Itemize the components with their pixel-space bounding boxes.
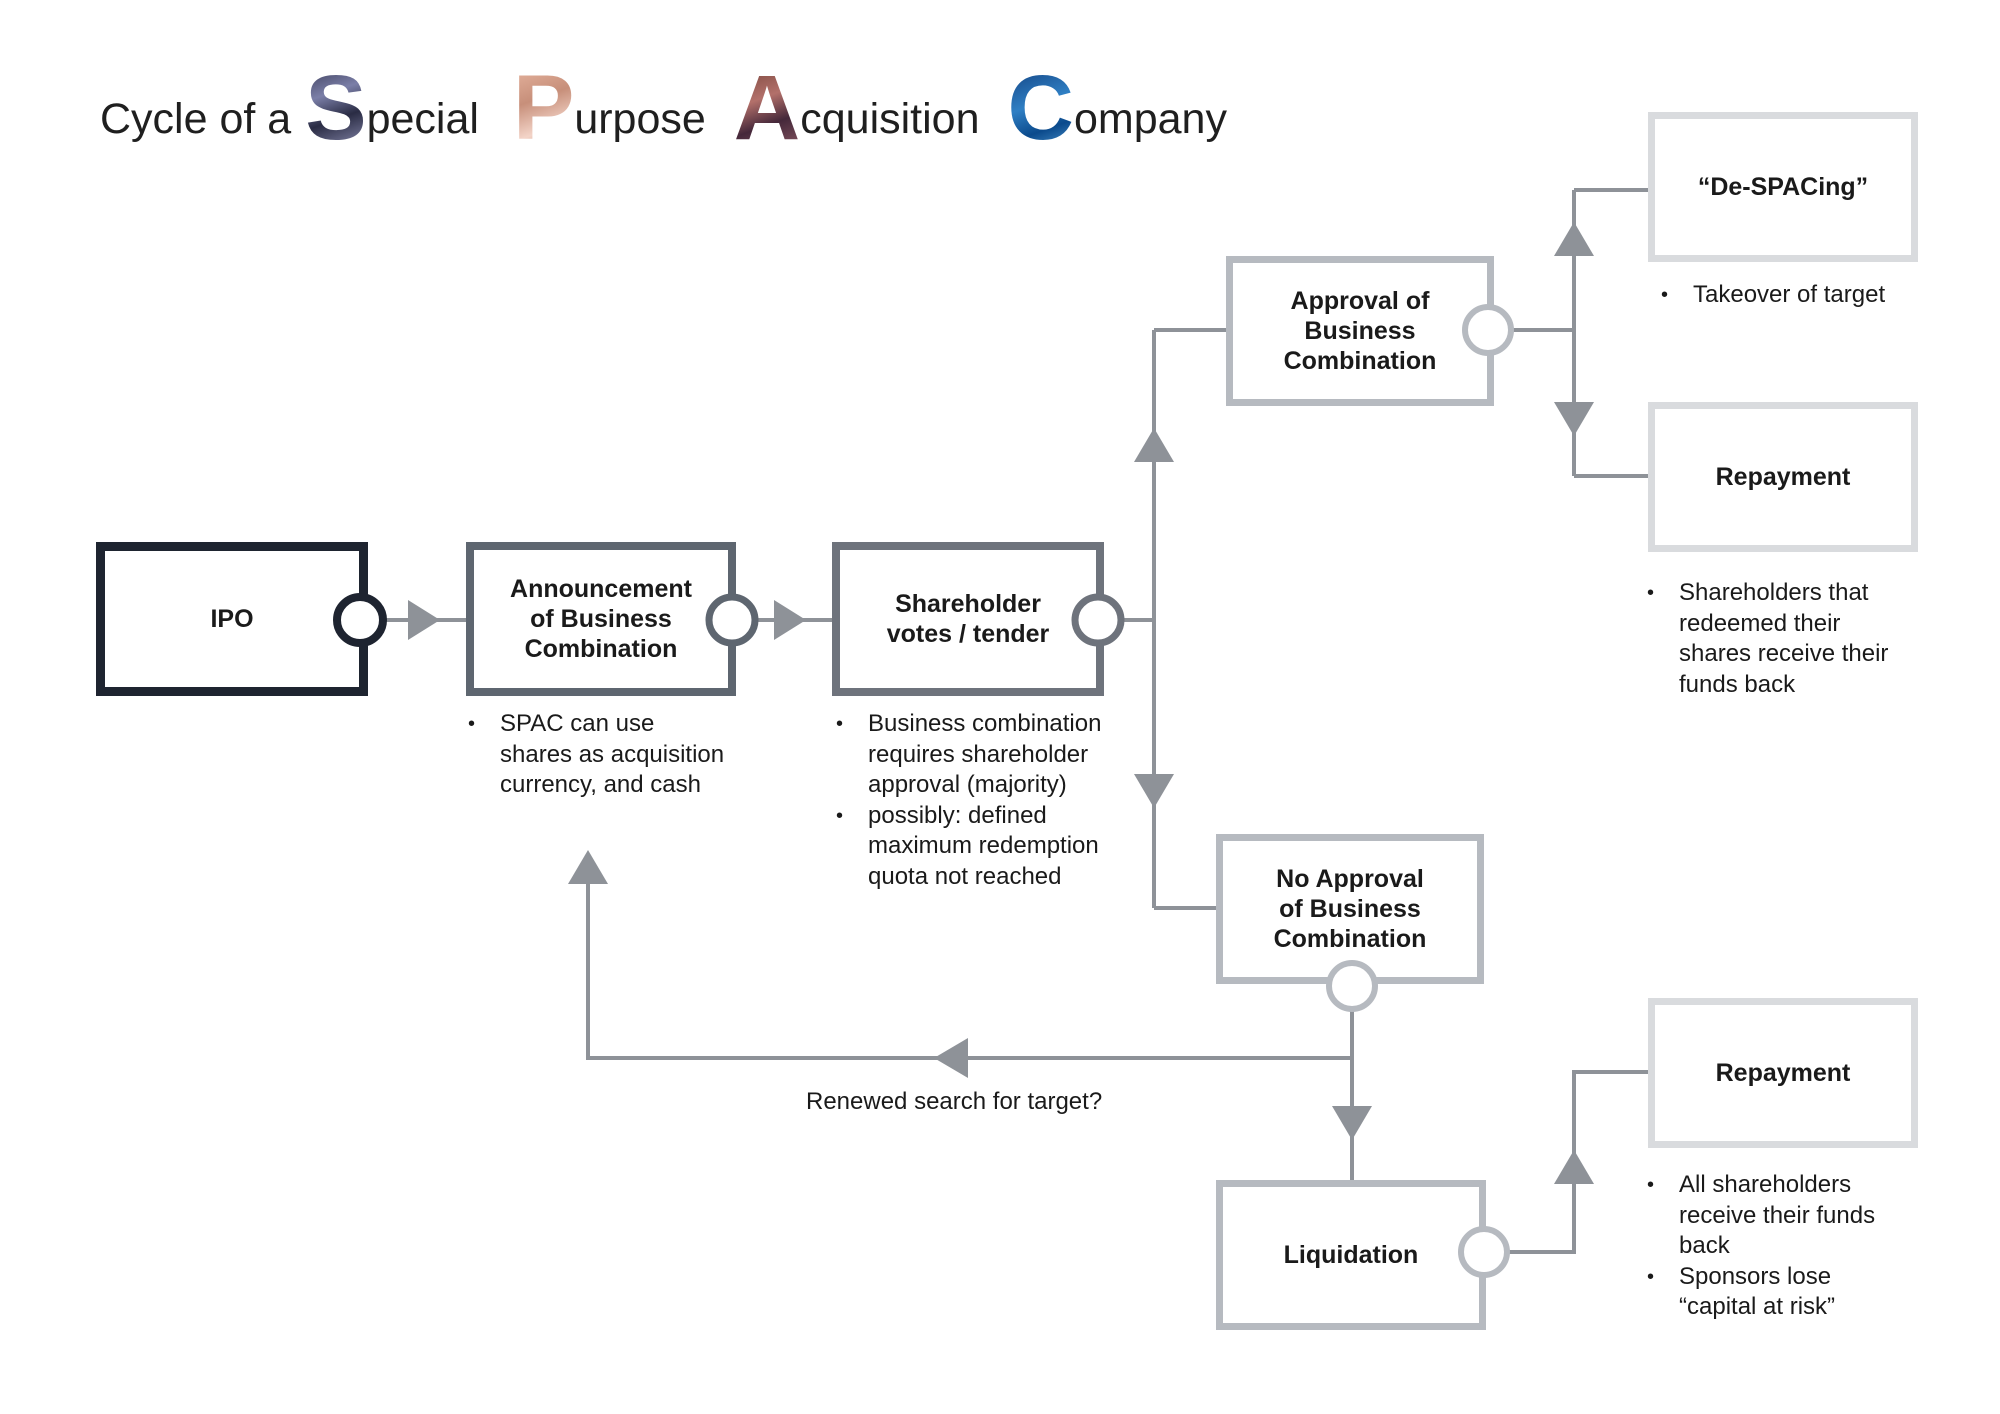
title-initial-s: S [305,57,367,159]
arrowhead-up-loop [568,850,608,884]
title-word-special: pecial [366,95,479,143]
arrowhead-up-repayment-liquidation [1554,1150,1594,1184]
notes-shareholder-vote: Business combination requires shareholde… [836,709,1126,892]
connector-loop-back [586,868,1352,1060]
node-label-line: Liquidation [1283,1241,1419,1269]
note-item: Shareholders that redeemed their shares … [1647,578,1917,700]
note-item: Sponsors lose “capital at risk” [1647,1262,1907,1323]
node-label-line: “De-SPACing” [1697,173,1869,201]
node-label-line: Repayment [1715,1059,1851,1087]
title-word-company: ompany [1073,95,1227,143]
port-liquidation [1458,1226,1510,1278]
node-repayment-liquidation: Repayment [1648,998,1918,1148]
note-item: Takeover of target [1661,280,1961,311]
port-ipo [333,593,387,647]
title-initial-a: A [733,57,801,159]
port-shareholder-vote [1071,593,1125,647]
node-label-line: Approval of [1290,287,1430,315]
title-initial-p: P [512,57,575,159]
node-label: Liquidation [1284,1240,1419,1270]
title-word-purpose: urpose [574,95,706,143]
node-despacing: “De-SPACing” [1648,112,1918,262]
node-label-line: Business [1304,317,1416,345]
node-label: IPO [210,604,253,634]
node-liquidation: Liquidation [1216,1180,1486,1330]
node-repayment-approval: Repayment [1648,402,1918,552]
arrowhead-up-despacing [1554,222,1594,256]
node-label-line: Announcement [510,575,692,603]
note-item: Business combination requires shareholde… [836,709,1126,801]
node-label: “De-SPACing” [1698,172,1868,202]
arrowhead-down-repayment [1554,402,1594,436]
title-initial-c: C [1007,57,1074,159]
arrowhead-up-approval [1134,428,1174,462]
port-approval [1462,304,1514,356]
node-label-line: of Business [530,605,672,633]
notes-repayment-approval: Shareholders that redeemed their shares … [1647,578,1917,700]
arrowhead-right-1 [408,600,440,640]
port-announcement [705,593,759,647]
notes-repayment-liquidation: All shareholders receive their funds bac… [1647,1170,1907,1323]
node-label: Repayment [1716,1058,1851,1088]
note-item: possibly: defined maximum redemption quo… [836,801,1126,893]
arrowhead-right-2 [774,600,806,640]
node-label-line: No Approval [1276,865,1424,893]
arrowhead-left-loop [934,1038,968,1078]
node-label-line: IPO [210,605,254,633]
node-label-line: Combination [1283,347,1437,375]
port-no-approval [1326,960,1378,1012]
node-label: Repayment [1716,462,1851,492]
node-label-line: of Business [1279,895,1421,923]
node-label-line: votes / tender [886,620,1050,648]
arrowhead-down-liquidation [1332,1106,1372,1140]
note-item: SPAC can use shares as acquisition curre… [468,709,728,801]
renewed-search-label: Renewed search for target? [806,1088,1103,1115]
notes-despacing: Takeover of target [1661,280,1961,311]
node-label-line: Combination [1273,925,1427,953]
notes-announcement: SPAC can use shares as acquisition curre… [468,709,728,801]
title-prefix: Cycle of a [100,95,292,143]
arrowhead-down-no-approval [1134,774,1174,808]
node-label-line: Combination [524,635,678,663]
node-label-line: Repayment [1715,463,1851,491]
note-item: All shareholders receive their funds bac… [1647,1170,1907,1262]
title-word-acquisition: cquisition [800,95,980,143]
node-label-line: Shareholder [895,590,1041,618]
